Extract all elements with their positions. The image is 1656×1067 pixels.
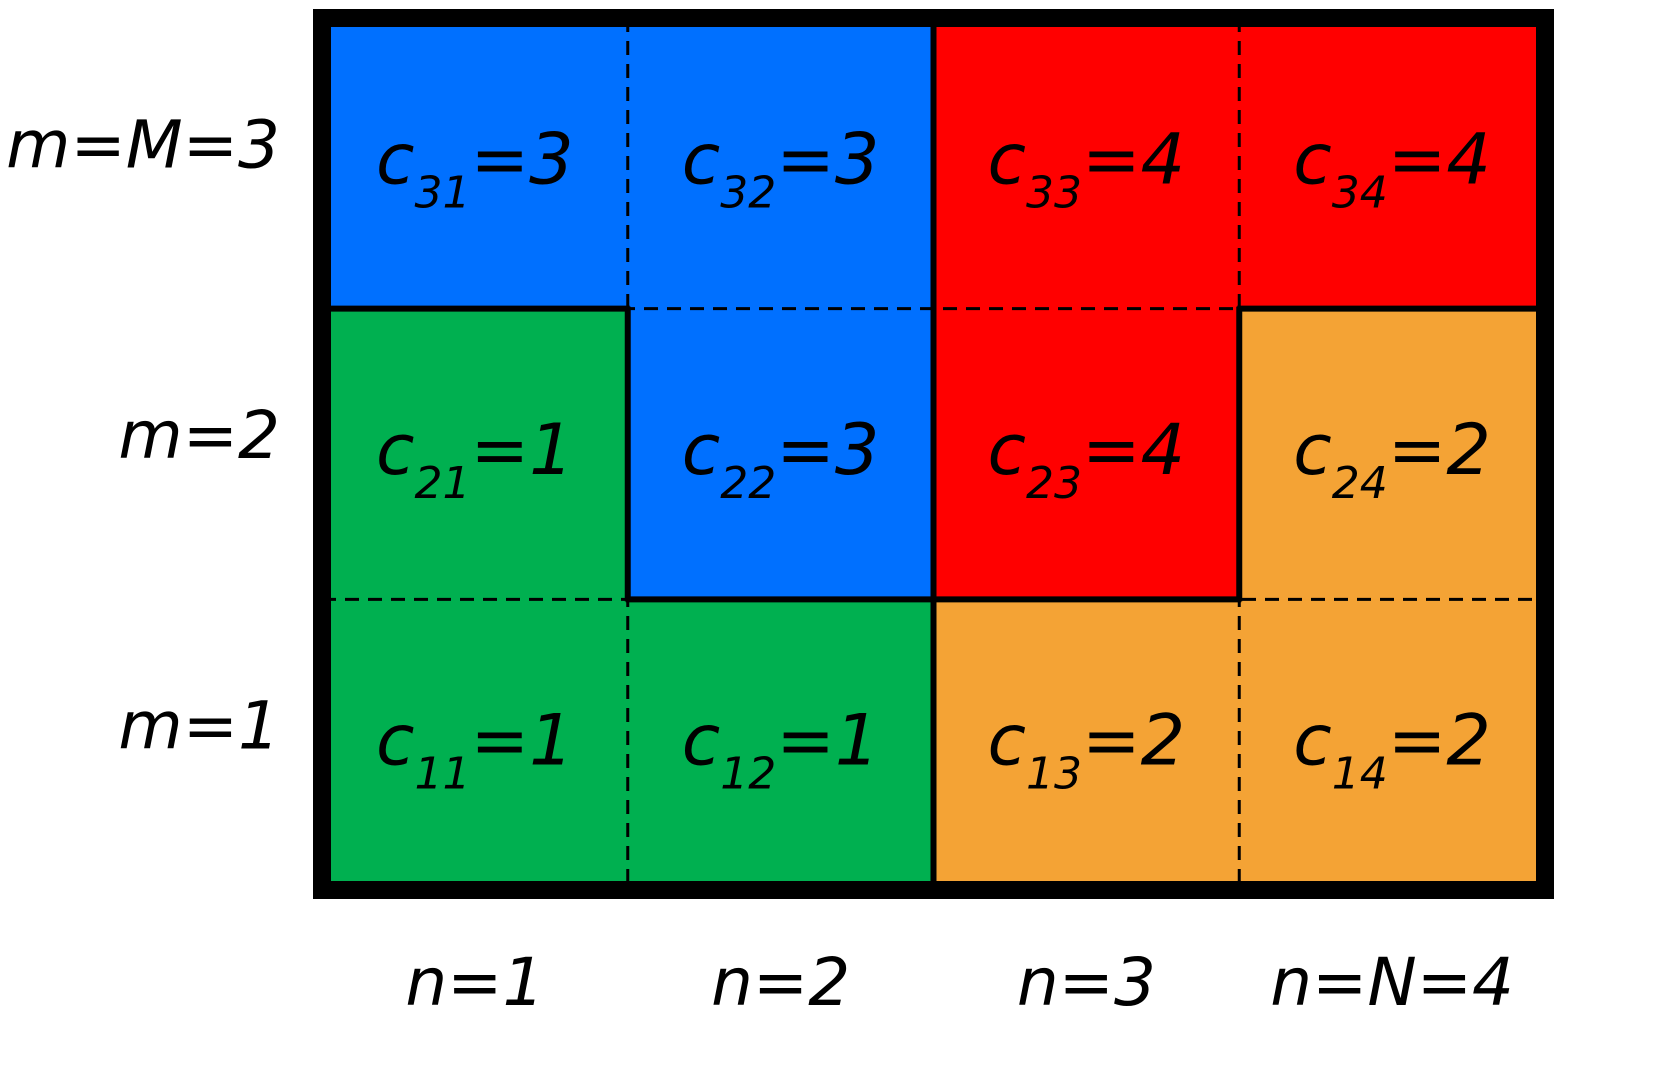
column-label: n=N=4 (1270, 944, 1514, 1021)
grid-cells (322, 18, 1546, 891)
cell-label-31: c31=3 (376, 118, 574, 218)
cell-22 (627, 308, 934, 600)
cell-label-21: c21=1 (376, 409, 574, 509)
cell-21 (322, 308, 629, 600)
cell-24 (1239, 308, 1546, 600)
cell-label-22: c22=3 (682, 409, 880, 509)
cell-label-32: c32=3 (682, 118, 880, 218)
cell-14 (1239, 599, 1546, 891)
cell-label-33: c33=4 (988, 118, 1186, 218)
cell-label-24: c24=2 (1293, 409, 1491, 509)
axis-labels: m=M=3 m=2 m=1 n=1 n=2 n=3 n=N=4 (6, 106, 1514, 1021)
cell-33 (933, 18, 1240, 310)
row-label: m=2 (118, 397, 280, 474)
grid-outer-border (313, 9, 1554, 899)
cell-23 (933, 308, 1240, 600)
cluster-boundaries (313, 9, 1554, 899)
cell-12 (627, 599, 934, 891)
cell-31 (322, 18, 629, 310)
cell-13 (933, 599, 1240, 891)
column-label: n=2 (711, 944, 850, 1021)
cell-11 (322, 599, 629, 891)
cell-label-13: c13=2 (988, 700, 1186, 800)
cell-label-12: c12=1 (682, 700, 880, 800)
cell-labels: c31=3 c32=3 c33=4 c34=4 c21=1 c22=3 c23=4 c24=2… (376, 118, 1491, 799)
cell-label-11: c11=1 (376, 700, 574, 800)
row-label: m=M=3 (6, 106, 280, 183)
cell-label-23: c23=4 (988, 409, 1186, 509)
row-label: m=1 (118, 688, 280, 765)
cell-label-14: c14=2 (1293, 700, 1491, 800)
column-label: n=1 (405, 944, 544, 1021)
cell-label-34: c34=4 (1293, 118, 1491, 218)
column-label: n=3 (1017, 944, 1156, 1021)
cell-34 (1239, 18, 1546, 310)
cell-32 (627, 18, 934, 310)
